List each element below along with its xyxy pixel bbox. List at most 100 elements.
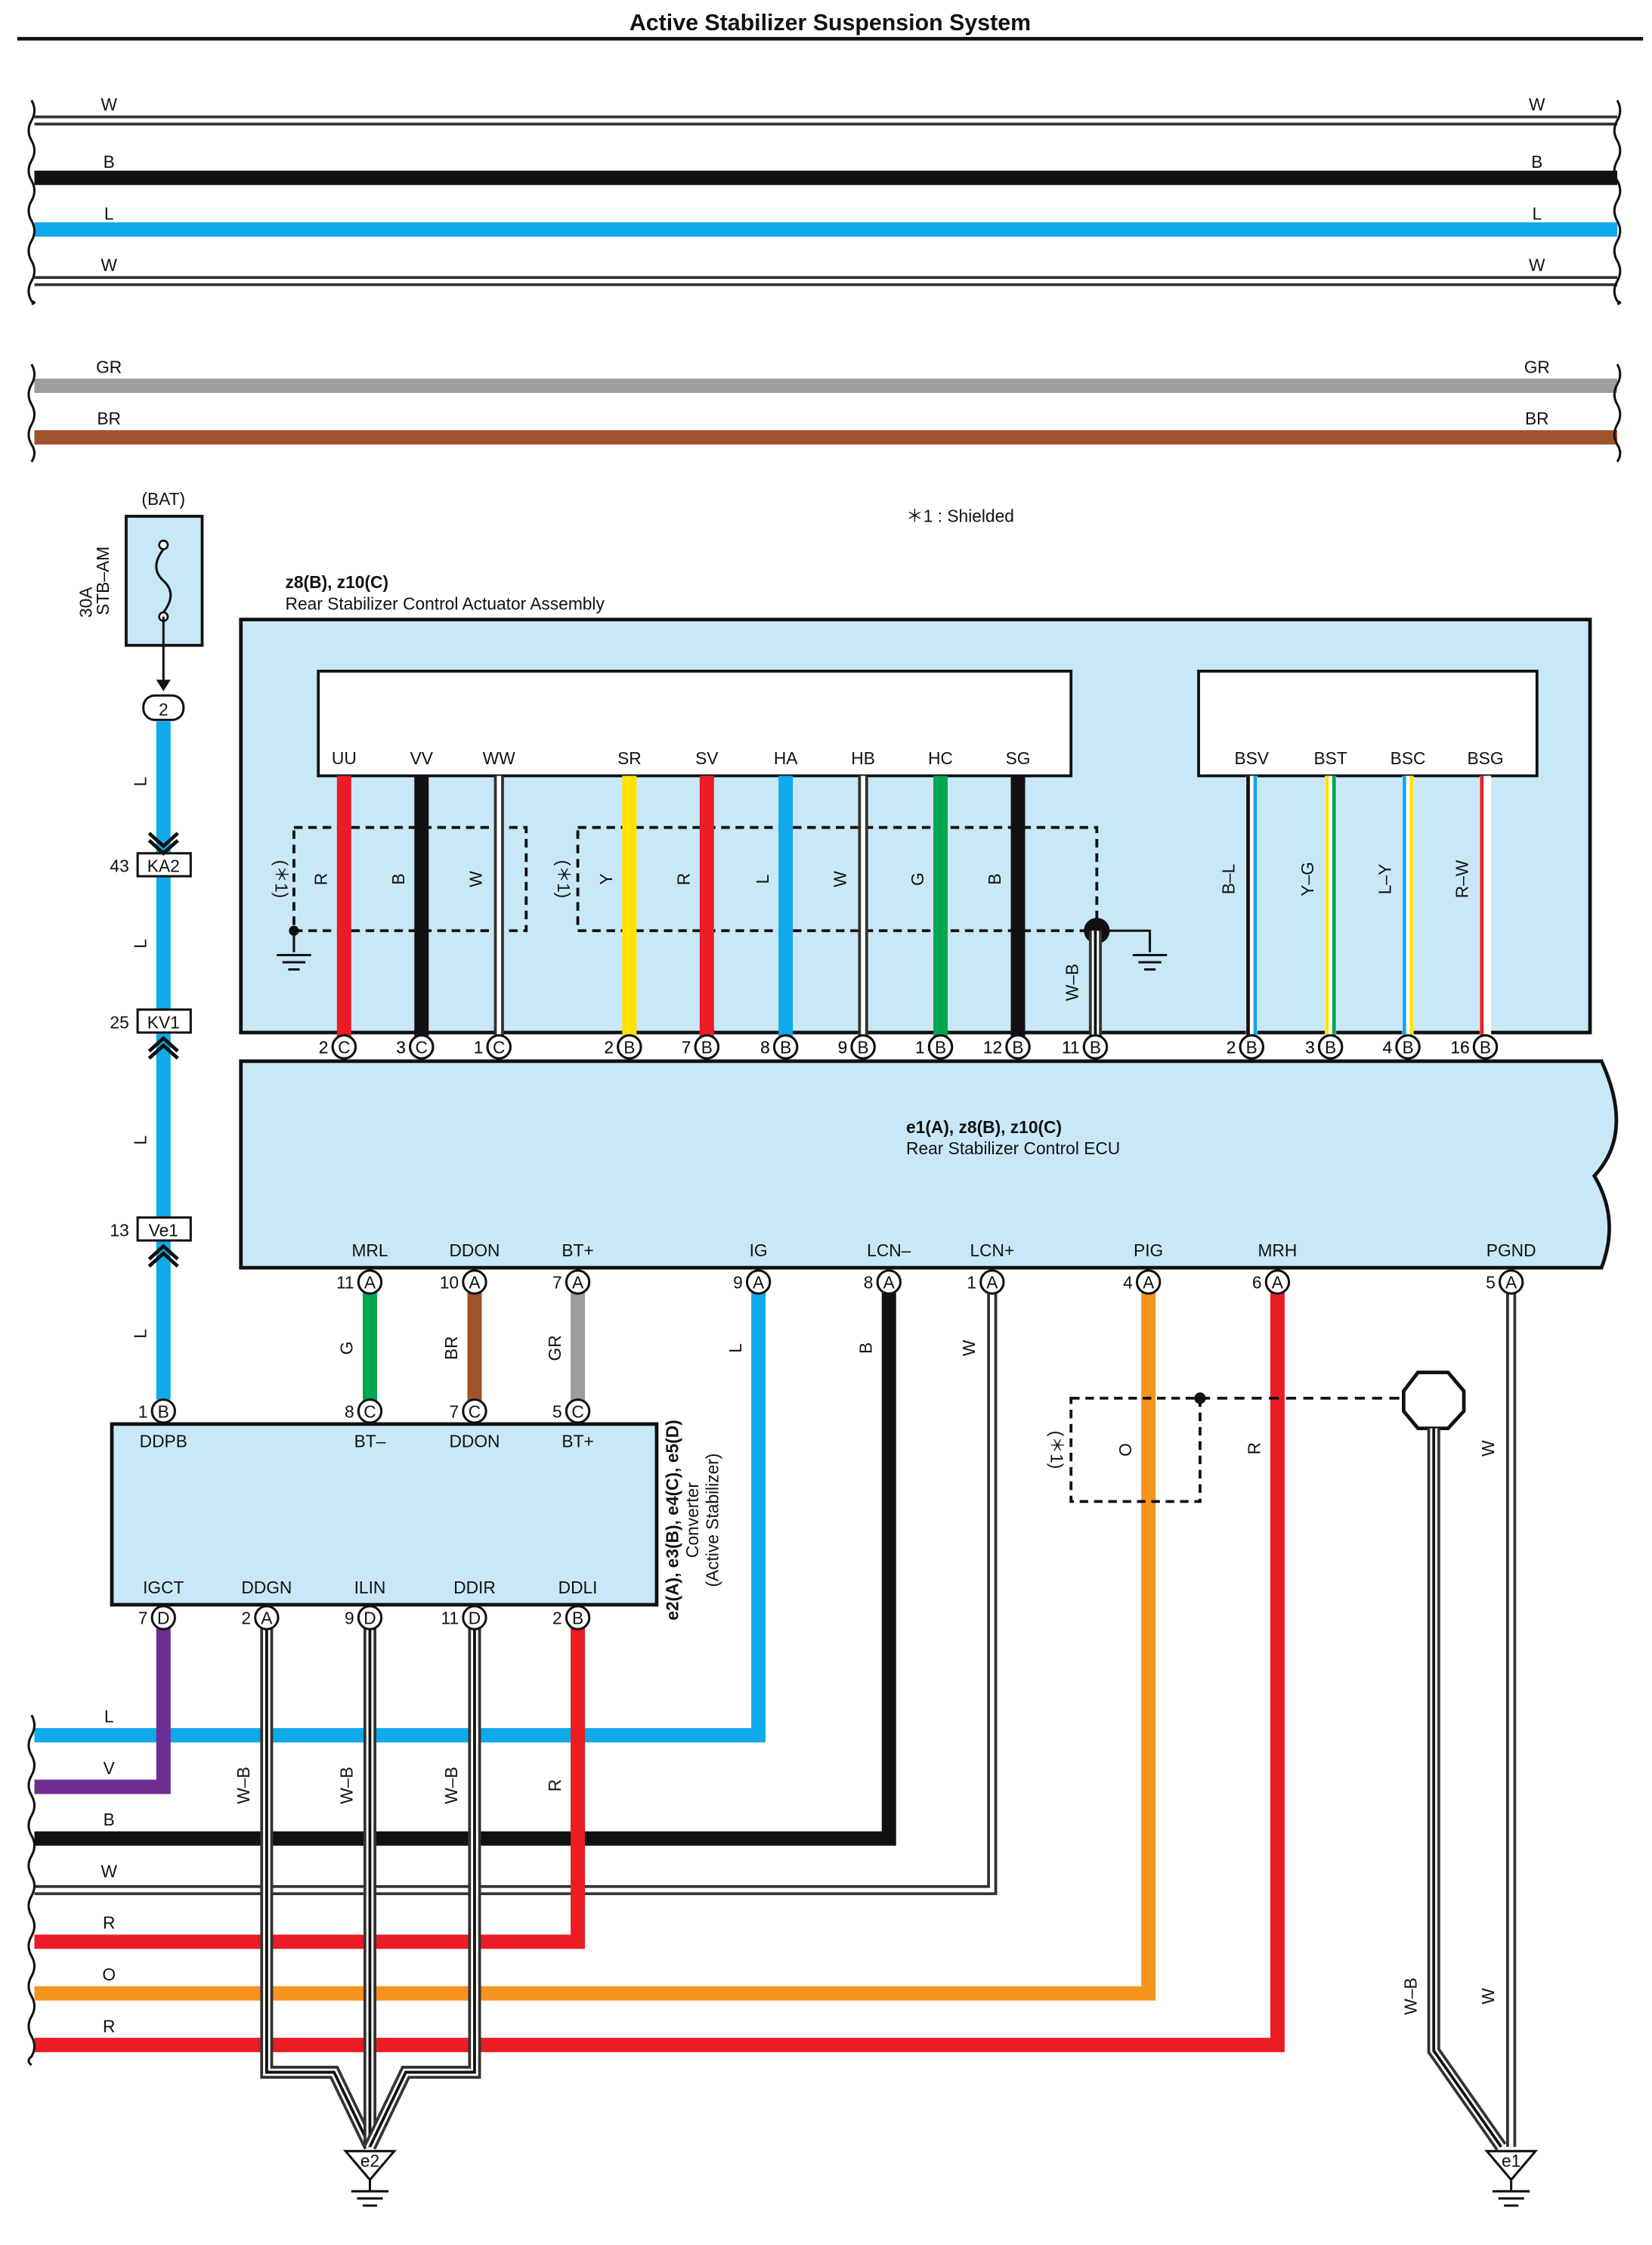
ecu-name: Rear Stabilizer Control ECU (906, 1138, 1120, 1158)
shield-drain-sensor (1097, 929, 1152, 952)
shield-junction-motor (289, 925, 299, 936)
right-ground-label-wb: W–B (1400, 1977, 1420, 2014)
connector-name-0: KA2 (147, 856, 180, 875)
actuator-pin-top-sg-letter: B (1012, 1037, 1023, 1057)
converter-top-pin-2-letter: C (469, 1401, 481, 1421)
actuator-pin-top-ww: C1 (474, 1034, 512, 1060)
break-mark-top-left-1 (27, 100, 36, 305)
connector-ve1: Ve1 13 (110, 1216, 192, 1268)
converter-bottom-pin-2-number: 9 (345, 1609, 354, 1628)
converter-top-terminal-0: DDPB (140, 1431, 187, 1451)
converter-bottom-pin-0-number: 7 (138, 1609, 148, 1628)
actuator-pin-top-uu-letter: C (338, 1037, 350, 1057)
actuator-pin-top-sg: B 12 (983, 1034, 1031, 1060)
ecu-pin-4-number: 8 (864, 1273, 874, 1293)
converter-top-terminal-3: BT+ (561, 1431, 593, 1451)
top-wire-label-right-1: B (1531, 152, 1542, 172)
actuator-pin-top-sv: B7 (682, 1034, 720, 1060)
ecu-pin-8-number: 5 (1486, 1273, 1496, 1293)
actuator-terminal-bsg: BSG (1467, 748, 1503, 768)
ecu-wire-label-mrh: R (1245, 1442, 1264, 1454)
bus-wire-label-6: R (103, 2016, 115, 2036)
converter-bottom-terminal-3: DDIR (453, 1578, 496, 1597)
ecu-terminal-3: IG (750, 1240, 768, 1260)
top-wire-label-left-2: L (104, 203, 114, 223)
shield-mark-sensor: (＊1) (554, 860, 574, 899)
actuator-pin-top-vv-number: 3 (396, 1037, 406, 1057)
actuator-wire-label-bsc: L–Y (1375, 864, 1394, 894)
converter-bottom-pin-0: D7 (138, 1605, 176, 1630)
fuse-name: STB–AM (93, 547, 113, 615)
actuator-pin-top-sr: B2 (604, 1034, 642, 1060)
ecu-terminal-2: BT+ (561, 1240, 593, 1260)
converter-top-pin-1-letter: C (364, 1401, 376, 1421)
actuator-wire-label-bsv: B–L (1218, 864, 1238, 894)
converter-bottom-pin-3: D11 (441, 1605, 487, 1630)
actuator-pin-bst-number: 3 (1305, 1037, 1315, 1057)
ecu-panel (239, 1059, 1619, 1270)
actuator-pin-top-sg-number: 12 (983, 1037, 1002, 1057)
feed-wire-label-1: L (131, 939, 150, 949)
ecu-terminal-8: PGND (1486, 1240, 1536, 1260)
ecu-pin-5-letter: A (986, 1273, 998, 1293)
ground-shield-motor (277, 954, 311, 971)
converter-codes: e2(A), e3(B), e4(C), e5(D) (662, 1420, 682, 1620)
actuator-pin-top-ha: B8 (760, 1034, 799, 1060)
top-wire-label-right-2: L (1532, 203, 1542, 223)
actuator-pin-top-bsc: B4 (1383, 1034, 1421, 1060)
converter-top-pin-3-number: 5 (552, 1401, 562, 1421)
actuator-wire-bst (1325, 776, 1337, 1047)
break-mark-top-right-1 (1613, 100, 1622, 305)
ecu-pin-6-letter: A (1143, 1273, 1155, 1293)
ecu-pin-2-number: 7 (552, 1273, 562, 1293)
break-mark-bottom-left (27, 1714, 36, 2067)
actuator-pin-ww-number: 1 (474, 1037, 484, 1057)
bus-wire-b (34, 1282, 896, 1846)
actuator-pin-top-vv: C3 (396, 1034, 435, 1060)
actuator-wire-label-ha: L (753, 875, 772, 884)
actuator-pin-top-hc: B1 (915, 1034, 954, 1060)
converter-bottom-terminal-1: DDGN (241, 1578, 292, 1597)
converter-bottom-pin-1: A2 (241, 1605, 280, 1630)
feed-wire-label-2: L (131, 1135, 150, 1145)
ecu-pin-3-number: 9 (733, 1273, 743, 1293)
bus-wire-label-0: L (104, 1707, 114, 1726)
top2-wire-label-right-1: BR (1525, 409, 1549, 429)
actuator-terminal-ha: HA (774, 748, 798, 768)
connector-pin-0: 43 (110, 856, 128, 875)
actuator-pin-top-bsv: B2 (1227, 1034, 1264, 1060)
actuator-terminal-sg: SG (1006, 748, 1031, 768)
actuator-wire-bsc (1402, 776, 1414, 1047)
actuator-pin-top-bsg-number: 16 (1450, 1037, 1469, 1057)
actuator-pin-top-sr-number: 2 (604, 1037, 614, 1057)
actuator-wire-label-hb: W (830, 871, 849, 887)
ecu-pin-4-letter: A (883, 1273, 896, 1293)
ecu-wire-label-pgnd: W (1478, 1440, 1498, 1457)
actuator-terminal-bst: BST (1313, 748, 1347, 768)
ecu-pin-7: A6 (1252, 1269, 1291, 1295)
ground-e2: e2 (342, 2150, 398, 2207)
top2-wire-label-left-1: BR (97, 409, 121, 429)
ground-e2-label: e2 (360, 2151, 379, 2171)
bus-wire-v (34, 1618, 171, 1794)
wire-wb-octagon-e1 (1427, 1428, 1507, 2151)
connector-name-2: Ve1 (149, 1220, 178, 1240)
actuator-terminal-hb: HB (851, 748, 875, 768)
top-wire-label-left-3: W (101, 255, 117, 275)
ecu-terminal-5: LCN+ (970, 1240, 1014, 1260)
actuator-pin-top-bsv-number: 2 (1227, 1037, 1236, 1057)
ecu-conv-wire-label-0: G (337, 1342, 357, 1355)
ecu-pin-3: A9 (733, 1269, 772, 1295)
connector-pin-2: 13 (110, 1220, 128, 1240)
converter-bottom-pin-1-number: 2 (241, 1609, 251, 1628)
converter-bottom-pin-4-number: 2 (552, 1609, 562, 1628)
ecu-pin-2: A7 (552, 1269, 591, 1295)
fuse-amp: 30A (76, 587, 95, 618)
actuator-wire-bsv (1245, 776, 1258, 1047)
top2-wire-label-right-0: GR (1524, 357, 1550, 376)
shield-connector-octagon (1401, 1370, 1466, 1430)
converter-top-pin-3-letter: C (571, 1401, 583, 1421)
